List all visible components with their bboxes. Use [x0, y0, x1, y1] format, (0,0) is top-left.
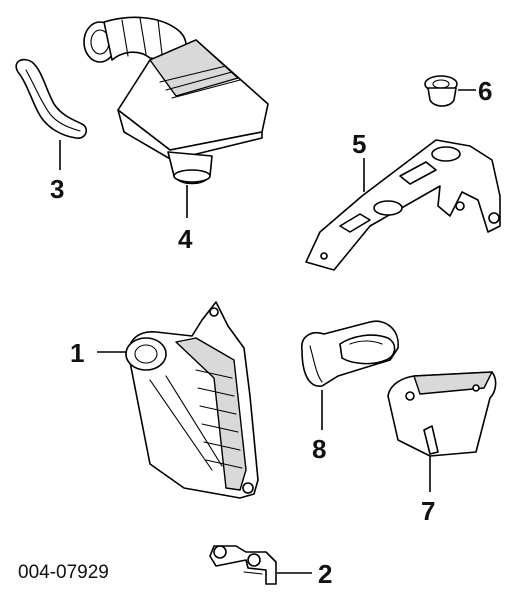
- callout-6: 6: [478, 76, 492, 106]
- diagram-part-code: 004-07929: [18, 562, 109, 583]
- callout-4: 4: [178, 224, 193, 254]
- part-1-air-cleaner-housing: [125, 301, 259, 499]
- callout-1: 1: [70, 338, 84, 368]
- part-2-small-bracket: [209, 545, 277, 585]
- part-6-grommet: [424, 75, 458, 107]
- part-8-intake-duct: [301, 320, 399, 387]
- part-5-bracket: [305, 139, 501, 271]
- callout-2: 2: [318, 559, 332, 589]
- callout-8: 8: [312, 434, 326, 464]
- part-4-air-cleaner-lid: [83, 16, 269, 185]
- callout-3: 3: [50, 174, 64, 204]
- part-7-duct-shield: [387, 371, 497, 457]
- callout-5: 5: [352, 129, 366, 159]
- part-3-hose: [15, 58, 88, 139]
- callout-7: 7: [421, 496, 435, 526]
